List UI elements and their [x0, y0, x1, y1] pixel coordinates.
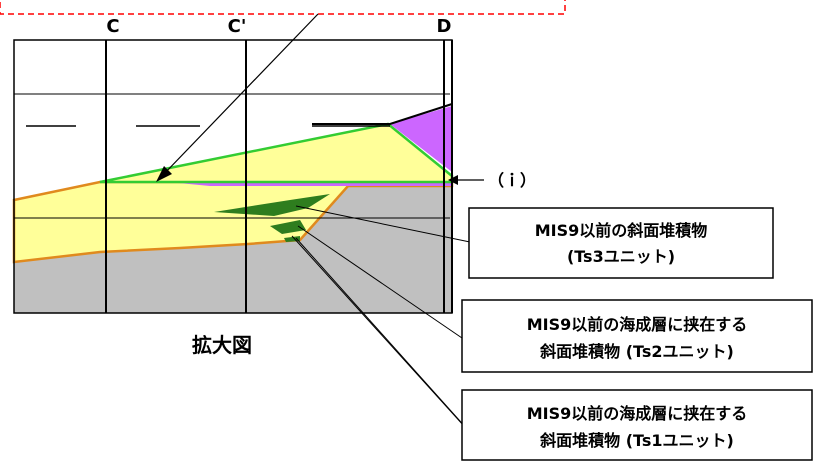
- ts2-deposit: [270, 220, 306, 234]
- callout-ts1-line2: 斜面堆積物 (Ts1ユニット): [539, 431, 734, 450]
- top-dashed-box: [0, 0, 566, 15]
- column-label-c: C: [106, 16, 119, 37]
- figure-caption: 拡大図: [192, 333, 252, 357]
- surface-line: [312, 103, 453, 125]
- callout-box-ts2: [461, 299, 813, 373]
- callout-ts2-line1: MIS9以前の海成層に挟在する: [527, 315, 748, 334]
- slope-wedge: [99, 122, 454, 184]
- callout-ts1-line1: MIS9以前の海成層に挟在する: [527, 404, 748, 423]
- pointer-arrow: [156, 13, 319, 182]
- callout-box-ts1: [461, 389, 813, 461]
- callout-ts3-line2: (Ts3ユニット): [567, 247, 675, 266]
- column-label-c-prime: C': [228, 16, 247, 37]
- callout-ts2-line2: 斜面堆積物 (Ts2ユニット): [539, 342, 734, 361]
- callout-ts3-line1: MIS9以前の斜面堆積物: [535, 221, 708, 240]
- leader-lines: [291, 205, 471, 431]
- violet-triangle: [390, 106, 452, 172]
- cross-section: [12, 39, 454, 314]
- ts3-deposit: [214, 194, 330, 216]
- callout-box-ts3: [468, 207, 774, 279]
- column-label-d: D: [437, 16, 452, 37]
- marker-arrow: [448, 175, 484, 185]
- marker-label: （ｉ）: [488, 171, 536, 190]
